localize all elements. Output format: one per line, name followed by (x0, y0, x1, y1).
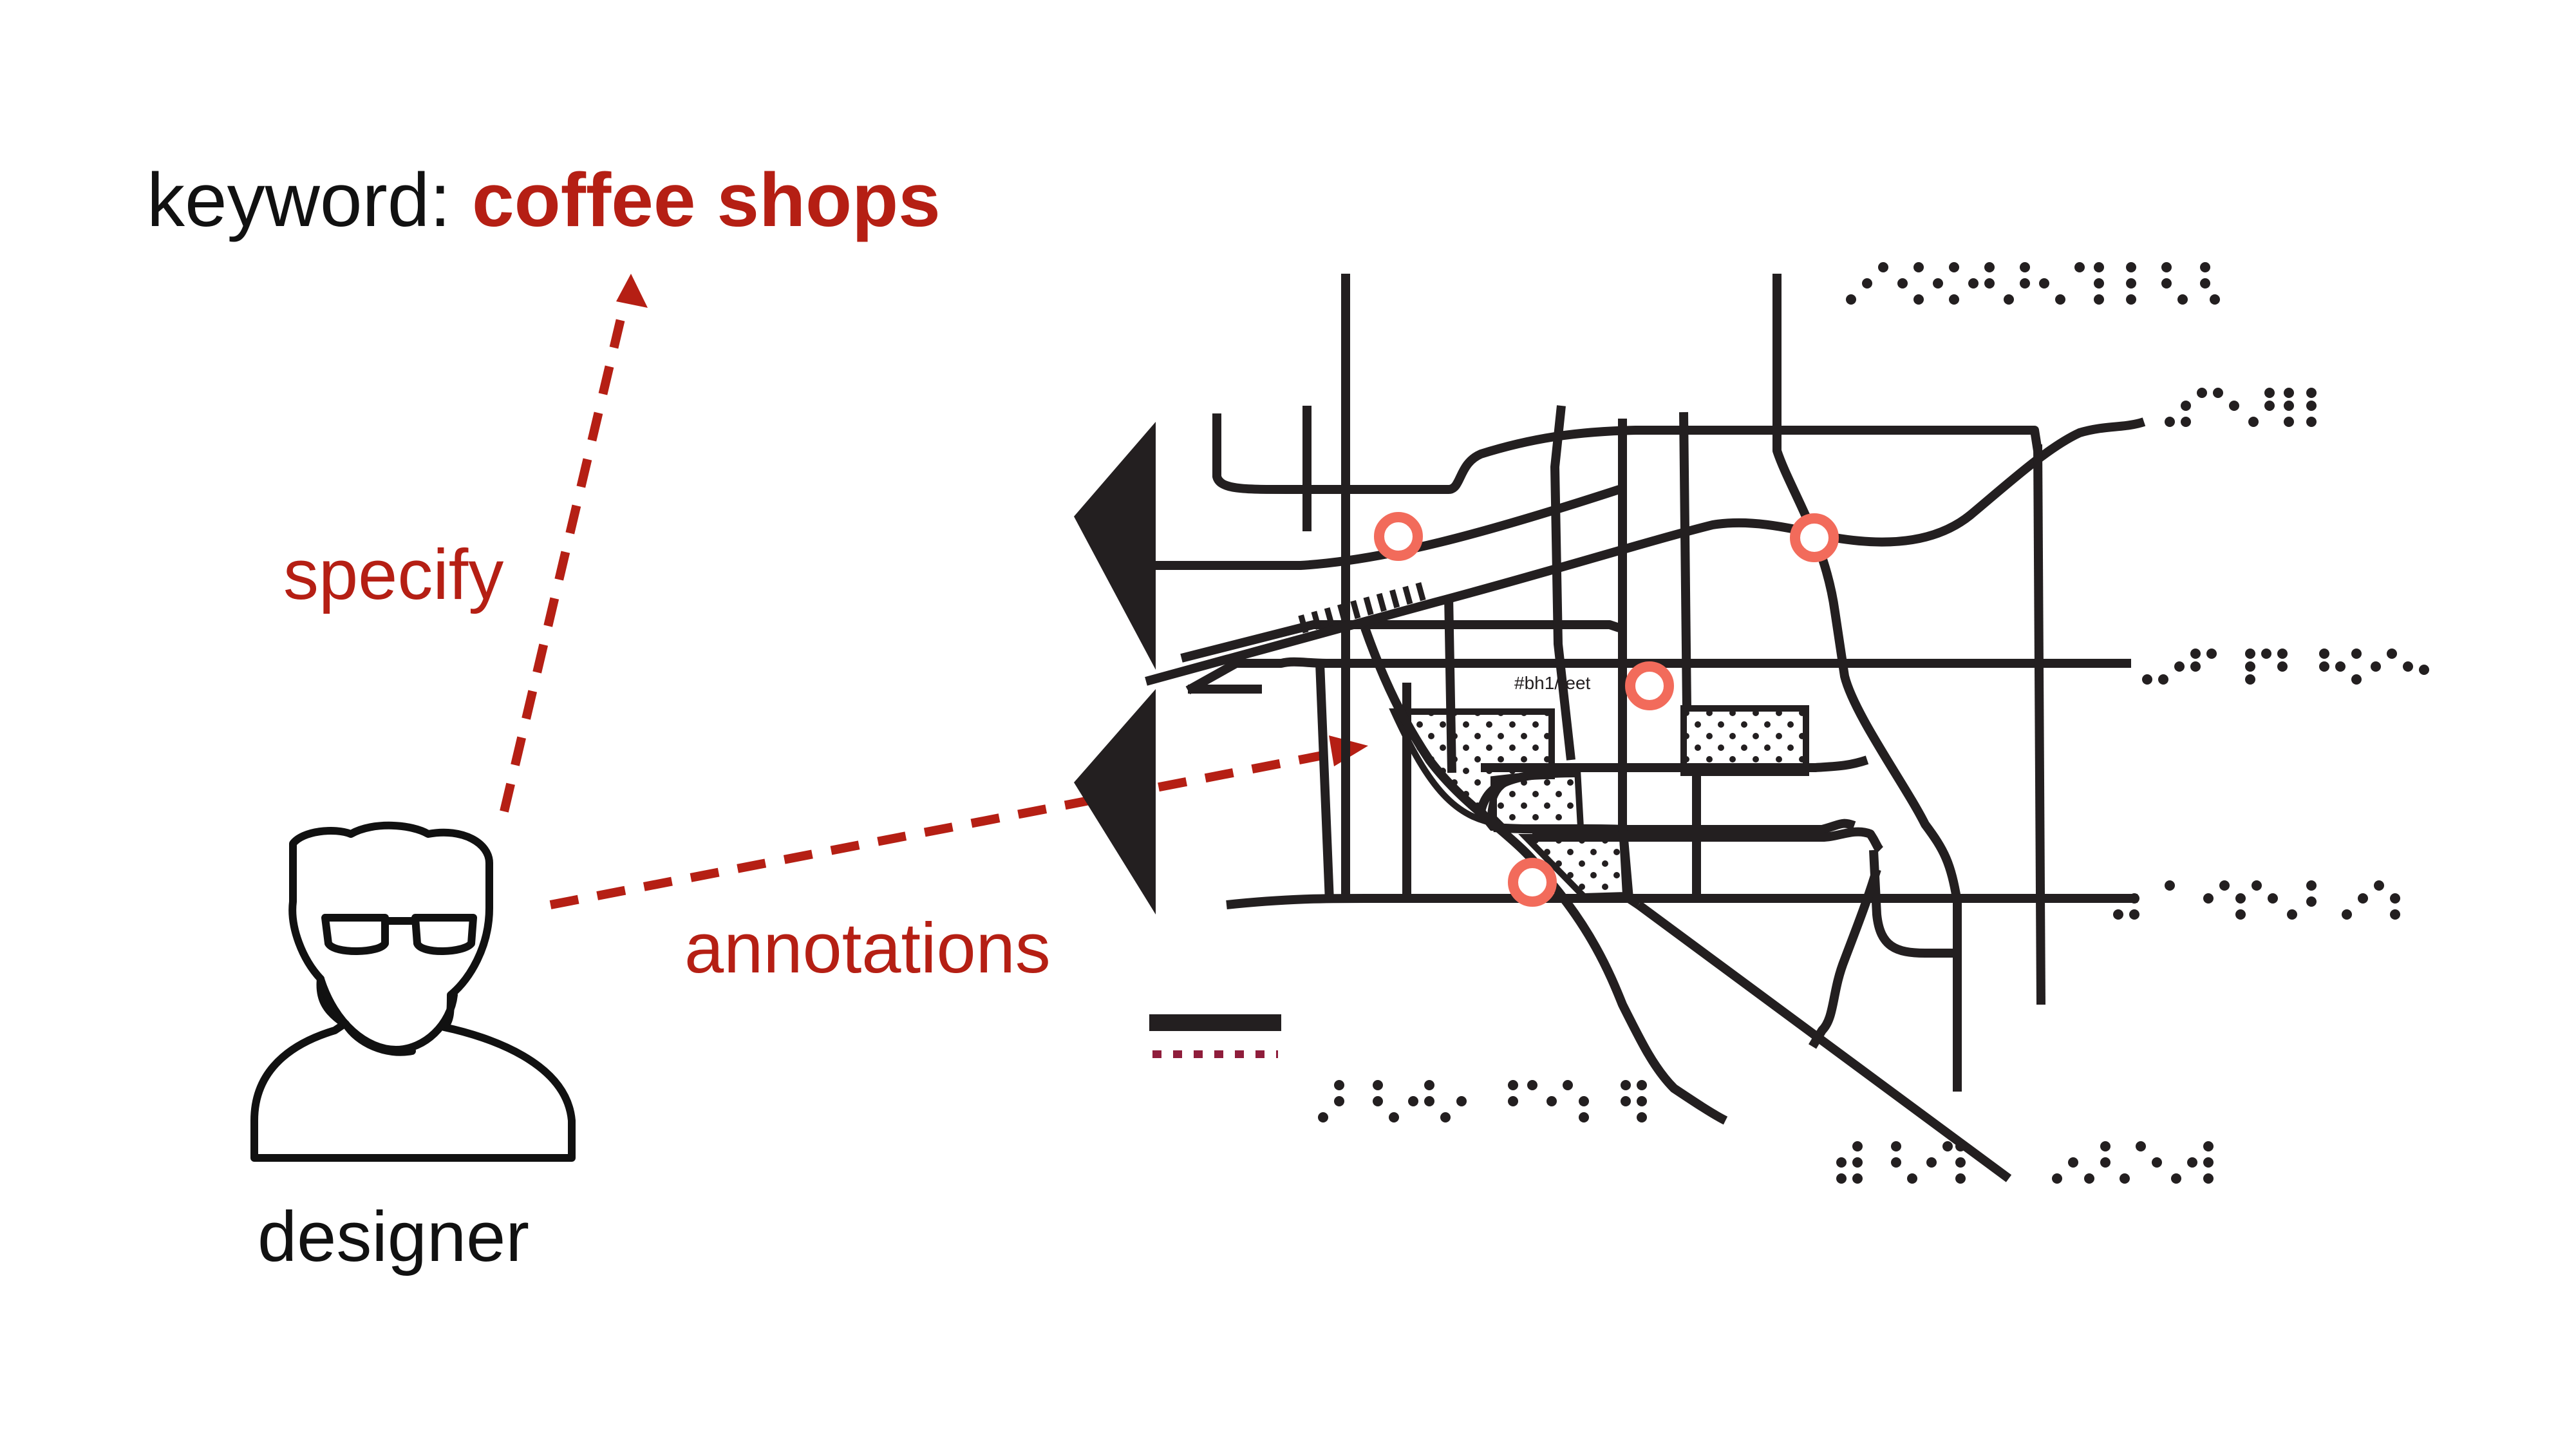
braille-label (2142, 649, 2429, 685)
north-arrow-icon (1074, 422, 1156, 670)
coffee-shop-marker (1625, 661, 1674, 710)
designer-label: designer (258, 1197, 529, 1276)
north-arrow-icon (1074, 689, 1156, 914)
designer-icon (250, 821, 576, 1162)
specify-arrow (500, 274, 648, 813)
coffee-shop-marker (1374, 512, 1423, 561)
braille-label (2113, 880, 2400, 920)
annotations-arrow (549, 735, 1368, 909)
keyword-label: keyword: (147, 158, 451, 243)
coffee-shop-marker (1790, 513, 1839, 562)
keyword-value: coffee shops (471, 158, 941, 243)
keyword-heading: keyword: coffee shops (147, 162, 941, 238)
dotted-area (1680, 705, 1809, 776)
braille-label (1836, 1141, 2214, 1184)
braille-label (2165, 388, 2317, 427)
coffee-shop-marker (1508, 858, 1557, 907)
braille-label (1318, 1080, 1647, 1122)
braille-label (1846, 262, 2220, 305)
map: #bh1/reet (1074, 262, 2429, 1184)
specify-label: specify (283, 535, 504, 614)
annotations-label: annotations (684, 909, 1051, 988)
street-label: #bh1/reet (1514, 673, 1591, 693)
